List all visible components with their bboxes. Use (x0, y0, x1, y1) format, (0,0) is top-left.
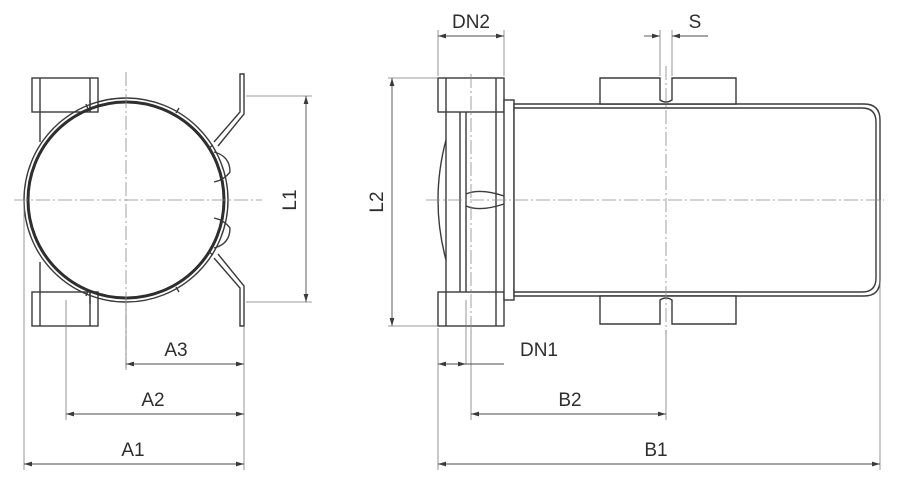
side-view (426, 66, 884, 334)
dim-label-a2: A2 (141, 390, 164, 411)
dim-label-s: S (689, 12, 702, 33)
dim-label-b2: B2 (558, 390, 581, 411)
side-bottom-clamps (599, 295, 737, 325)
front-knob (213, 151, 231, 249)
dim-label-a1: A1 (121, 440, 144, 461)
dim-label-dn1: DN1 (520, 340, 558, 361)
side-top-clamps (599, 77, 737, 105)
dimensions: A3 A2 A1 L1 L2 DN2 S DN1 (23, 12, 881, 470)
dim-label-l1: L1 (280, 189, 301, 210)
dim-label-l2: L2 (367, 191, 388, 212)
dim-label-dn2: DN2 (452, 12, 490, 33)
front-bottom-connection (31, 262, 99, 327)
dim-label-a3: A3 (164, 340, 187, 361)
front-top-connection (31, 77, 99, 142)
dim-label-b1: B1 (644, 440, 667, 461)
front-bracket (213, 73, 245, 327)
front-view (14, 72, 262, 370)
